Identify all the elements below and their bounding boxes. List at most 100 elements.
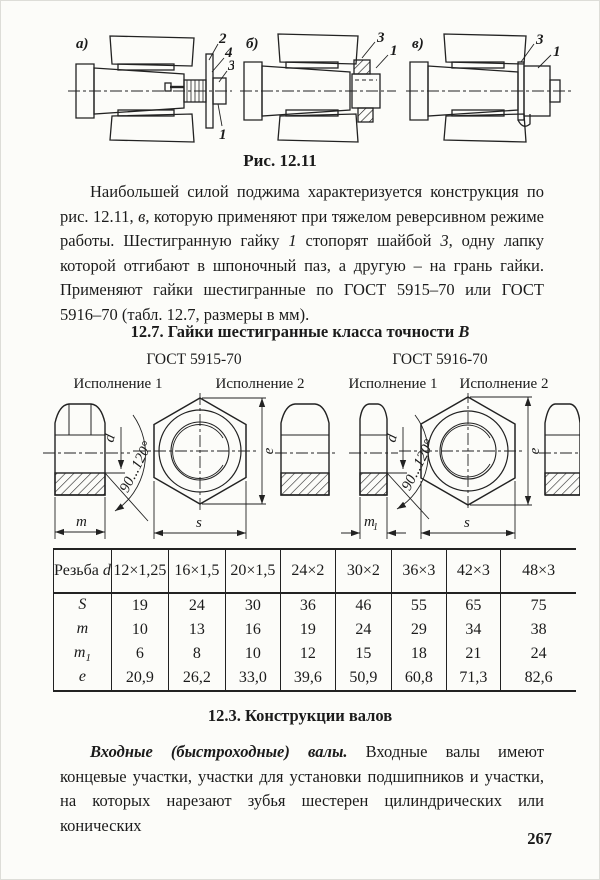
exec2-right-label: Исполнение 2 [459,376,549,392]
fig-b-label: б) [246,36,258,52]
table-cell: 20,9 [111,666,169,691]
table-cell: 38 [530,621,547,638]
fig-b-callout-3: 3 [376,32,385,46]
table-cell: 34 [446,618,501,642]
table-cell: 71,3 [446,666,501,691]
d-label-right: d [383,432,401,444]
table-row-S: S 19 24 30 36 46 55 65 75 [53,593,577,618]
para2-body: Входные валы имеют концевые участки, уча… [60,742,544,835]
table-cell: 46 [335,593,392,618]
table-cell: 10 [111,618,169,642]
table-cell: 26,2 [168,666,226,691]
m-label: m [76,514,87,530]
angle-annotation-right [386,414,430,520]
table-cell: 29 [391,618,447,642]
fig-a-callout-2: 2 [218,32,227,47]
side-view-exec2-right [539,403,580,496]
para1-text: , одну лапку которой отгибают в шпоночны… [60,231,545,324]
angle-label: 90...120° [117,439,156,495]
m1-dimension [341,497,406,539]
table-header-row: Резьба d 12×1,25 16×1,5 20×1,5 24×2 30×2… [53,549,577,594]
thread-var: d [102,562,111,579]
table-cell: 18 [391,642,447,666]
figure-caption: Рис. 12.11 [243,151,317,170]
table-cell: 24 [530,645,547,662]
table-cell: 16 [225,618,281,642]
para1-em-1: 1 [288,231,297,251]
m1-subscript: 1 [373,522,378,533]
table-cell: 15 [335,642,392,666]
table-cell: 33,0 [225,666,281,691]
column-header: 36×3 [391,549,447,594]
table-row-e: e 20,9 26,2 33,0 39,6 50,9 60,8 71,3 82,… [53,666,577,691]
fig-a-callout-1: 1 [219,127,227,143]
table-cell: 10 [225,642,281,666]
row-label: m [53,618,112,642]
exec2-left-label: Исполнение 2 [215,376,305,392]
fig-v-callout-3: 3 [535,32,544,48]
fig-v-label: в) [412,36,424,52]
table-cell: 19 [111,593,169,618]
table-cell: 21 [446,642,501,666]
para1-em-v: в [138,206,146,226]
e-dimension-right [470,396,532,506]
table-title-emph: В [458,322,470,341]
para1-text: стопорят шайбой [296,231,441,251]
section-12-3-heading: 12.3. Конструкции валов [207,706,393,725]
hex-front-view-left [133,393,257,511]
fig-v-callout-1: 1 [553,44,561,60]
hex-front-view-right [399,393,523,511]
table-cell: 8 [168,642,226,666]
table-cell: 82,6 [524,669,553,686]
thread-label: Резьба [54,562,99,579]
table-cell: 12 [280,642,336,666]
gost-5915-label: ГОСТ 5915-70 [146,351,242,368]
side-view-exec1-left [43,403,130,496]
table-row-m1: m1 6 8 10 12 15 18 21 24 [53,642,577,666]
figure-12-11-a: а) 2 4 3 1 [68,32,234,143]
figure-12-11-b: б) 3 1 [240,32,398,143]
s-label-left: s [196,515,202,531]
table-cell: 55 [391,593,447,618]
para1-em-3: 3 [440,231,449,251]
e-label-right: e [527,447,543,454]
s-dimension-left [153,481,247,539]
page-number: 267 [527,829,552,848]
table-12-7-title: 12.7. Гайки шестигранные класса точности… [0,322,600,342]
table-cell: 39,6 [280,666,336,691]
table-cell: 19 [280,618,336,642]
column-header: 30×2 [335,549,392,594]
row-label: e [53,666,112,691]
row-label: S [53,593,112,618]
fig-a-label: а) [76,36,89,52]
table-cell: 75 [530,597,547,614]
column-header: 20×1,5 [225,549,281,594]
exec1-left-label: Исполнение 1 [73,376,163,392]
table-cell: 60,8 [391,666,447,691]
table-cell: 6 [111,642,169,666]
fig-a-callout-4: 4 [224,45,233,61]
e-dimension-left [202,397,266,505]
table-cell: 30 [225,593,281,618]
side-view-exec1-right [349,403,398,496]
table-cell: 50,9 [335,666,392,691]
dimensions-table: Резьба d 12×1,25 16×1,5 20×1,5 24×2 30×2… [53,548,577,692]
table-cell: 13 [168,618,226,642]
para1-text: , которую применяют при тяжелом реверсив… [60,206,544,251]
column-header: 42×3 [446,549,501,594]
s-dimension-right [420,481,516,539]
fig-b-callout-1: 1 [390,43,398,59]
table-corner-cell: Резьба d [53,549,112,594]
s-label-right: s [464,515,470,531]
angle-annotation-left [104,414,149,522]
side-view-exec2-left [275,403,335,496]
table-cell: 24 [335,618,392,642]
table-cell: 65 [446,593,501,618]
figure-12-11-v: в) 3 1 [406,32,572,143]
column-header: 24×2 [280,549,336,594]
table-row-m: m 10 13 16 19 24 29 34 38 [53,618,577,642]
nut-drawings: m d 90...120° s [43,393,580,539]
row-label: m1 [53,642,112,666]
gost-5916-label: ГОСТ 5916-70 [392,351,488,368]
